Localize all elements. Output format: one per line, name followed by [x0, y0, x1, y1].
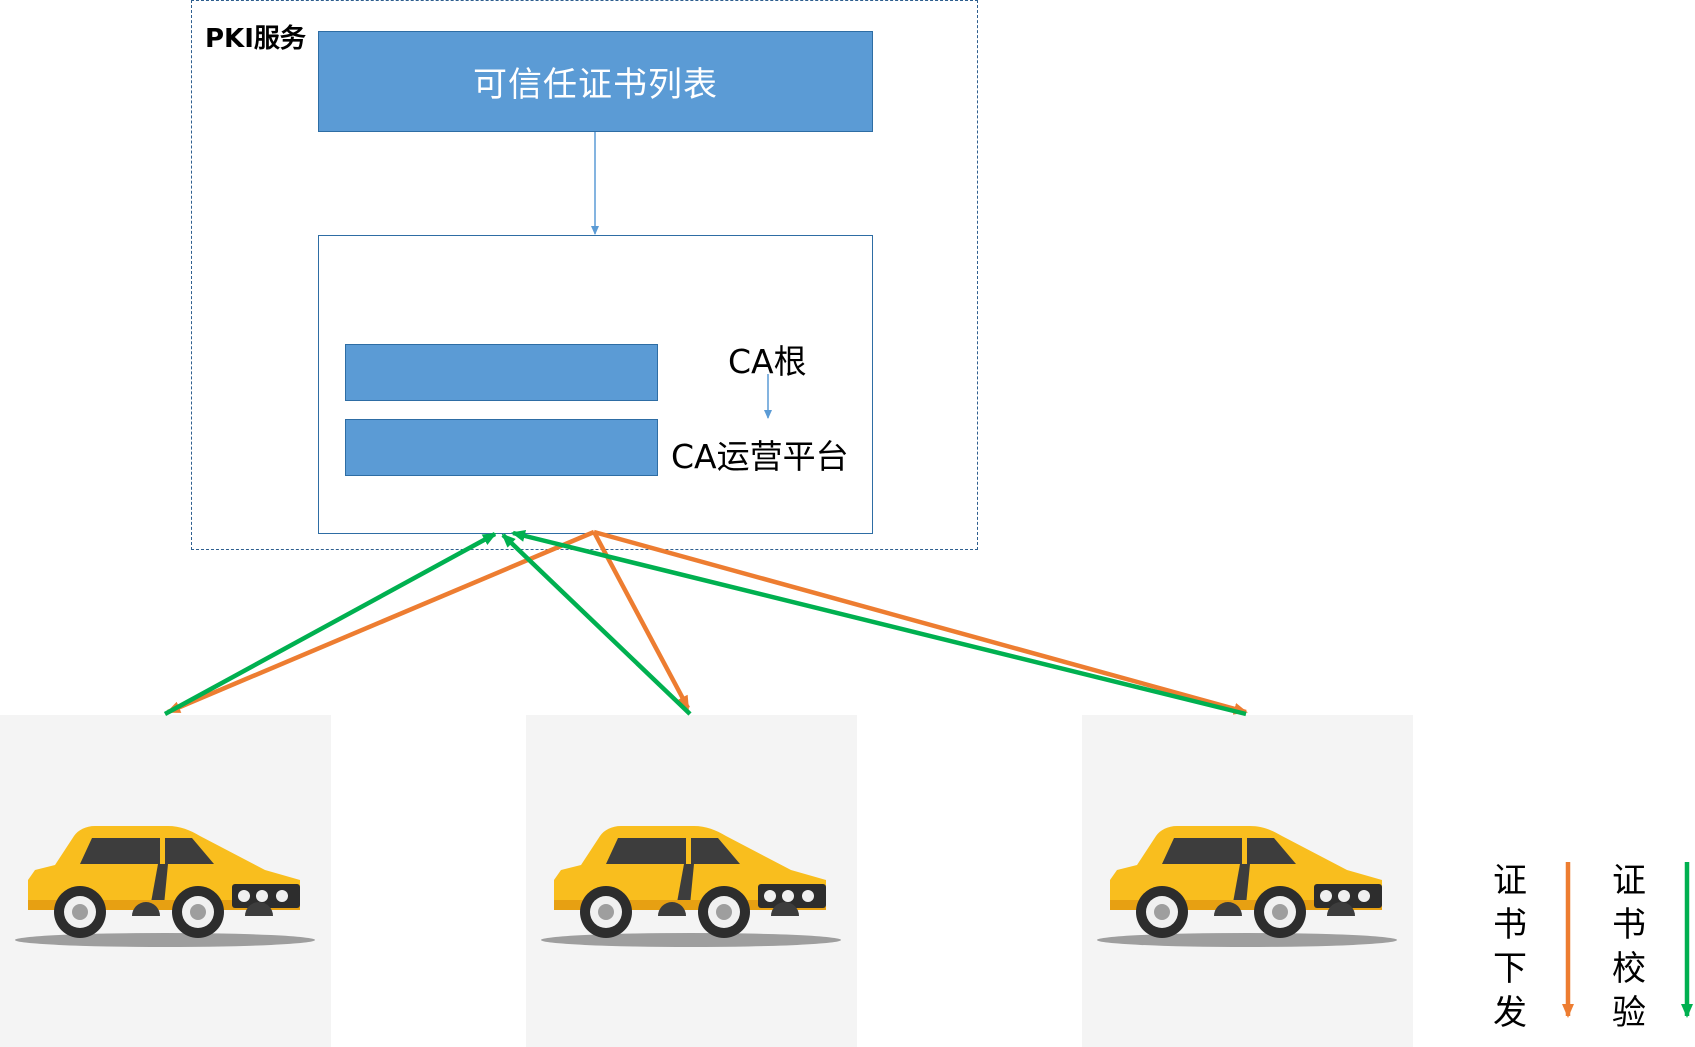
- ca-ops-platform-label: CA运营平台: [671, 437, 849, 476]
- ca-root-bar: [345, 344, 658, 401]
- vehicle-panel-right: [1082, 715, 1413, 1047]
- issue-arrow-middle: [592, 530, 690, 710]
- verify-arrow-middle: [501, 533, 692, 716]
- verify-arrow-right: [511, 530, 1247, 717]
- trusted-cert-list-box: 可信任证书列表: [318, 31, 873, 132]
- pki-service-label: PKI服务: [205, 24, 306, 54]
- vehicle-panel-left: [0, 715, 331, 1047]
- issue-arrow-left: [166, 529, 595, 715]
- legend-issue-label: 证书下发: [1493, 861, 1527, 1033]
- trusted-cert-list-label: 可信任证书列表: [473, 65, 718, 105]
- legend-verify-label: 证书校验: [1612, 861, 1646, 1033]
- ca-root-label: CA根: [728, 342, 807, 381]
- ca-ops-bar: [345, 419, 658, 476]
- vehicle-panel-middle: [526, 715, 857, 1047]
- verify-arrow-left: [163, 532, 497, 716]
- issue-arrow-right: [593, 529, 1248, 715]
